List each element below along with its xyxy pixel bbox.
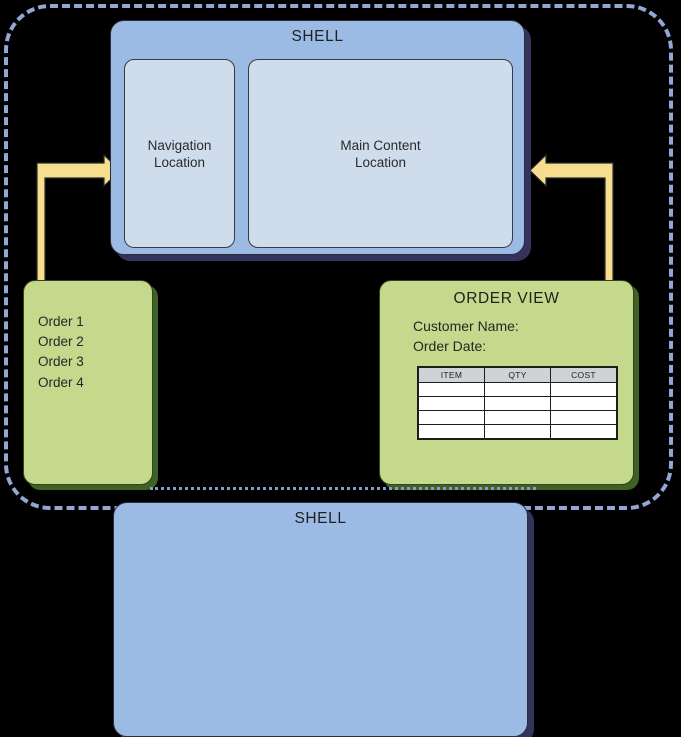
cell-qty[interactable] (484, 382, 551, 397)
cell-cost[interactable] (550, 382, 618, 397)
shell-secondary-title: SHELL (294, 510, 347, 527)
cell-item[interactable] (417, 410, 485, 425)
order-view-title: ORDER VIEW (453, 290, 560, 307)
shell-title: SHELL (291, 28, 344, 45)
cell-item[interactable] (417, 396, 485, 411)
cell-cost[interactable] (550, 410, 618, 425)
cell-item[interactable] (417, 424, 485, 440)
table-row[interactable] (417, 382, 618, 397)
section-divider (150, 487, 536, 490)
column-header-qty: QTY (484, 366, 551, 383)
column-header-item: ITEM (417, 366, 485, 383)
cell-qty[interactable] (484, 410, 551, 425)
order-view-fields: Customer Name: Order Date: (413, 318, 519, 354)
cell-cost[interactable] (550, 396, 618, 411)
order-view-box[interactable]: ORDER VIEW Customer Name: Order Date: IT… (379, 280, 634, 485)
shell-container-primary[interactable]: SHELL Navigation Location Main Content L… (110, 20, 525, 255)
diagram-canvas: SHELL Navigation Location Main Content L… (4, 4, 673, 737)
order-list-box[interactable]: Order 1 Order 2 Order 3 Order 4 (23, 280, 153, 485)
cell-item[interactable] (417, 382, 485, 397)
table-header-row: ITEM QTY COST (417, 366, 618, 383)
navigation-location-label: Navigation Location (147, 137, 212, 170)
cell-cost[interactable] (550, 424, 618, 440)
cell-qty[interactable] (484, 424, 551, 440)
order-list-items: Order 1 Order 2 Order 3 Order 4 (38, 314, 84, 390)
arrow-order-list-to-shell (36, 153, 121, 293)
shell-container-secondary[interactable]: SHELL (113, 502, 528, 737)
arrow-order-view-to-shell (529, 153, 614, 293)
table-row[interactable] (417, 424, 618, 440)
column-header-cost: COST (550, 366, 618, 383)
order-items-table[interactable]: ITEM QTY COST (417, 366, 618, 440)
main-content-location-panel[interactable]: Main Content Location (248, 59, 513, 248)
main-content-location-label: Main Content Location (340, 137, 421, 170)
table-row[interactable] (417, 410, 618, 425)
navigation-location-panel[interactable]: Navigation Location (124, 59, 235, 248)
cell-qty[interactable] (484, 396, 551, 411)
table-row[interactable] (417, 396, 618, 411)
